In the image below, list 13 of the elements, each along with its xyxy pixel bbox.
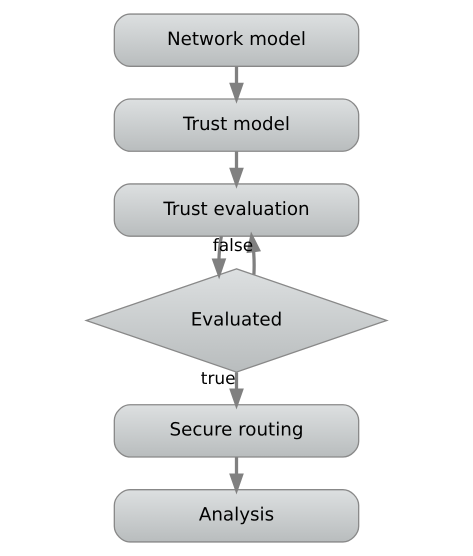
node-diamond: Evaluated xyxy=(84,268,389,373)
node-box: Network model xyxy=(114,13,360,67)
arrow xyxy=(229,152,244,189)
node-box: Trust evaluation xyxy=(114,183,360,237)
arrow xyxy=(229,372,244,410)
node-box: Trust model xyxy=(114,98,360,152)
arrow xyxy=(229,457,244,494)
edge-label: false xyxy=(212,236,254,256)
arrow xyxy=(229,66,244,104)
arrow xyxy=(212,236,226,280)
node-box: Analysis xyxy=(114,489,360,543)
node-box: Secure routing xyxy=(114,404,360,458)
arrow xyxy=(246,231,261,274)
